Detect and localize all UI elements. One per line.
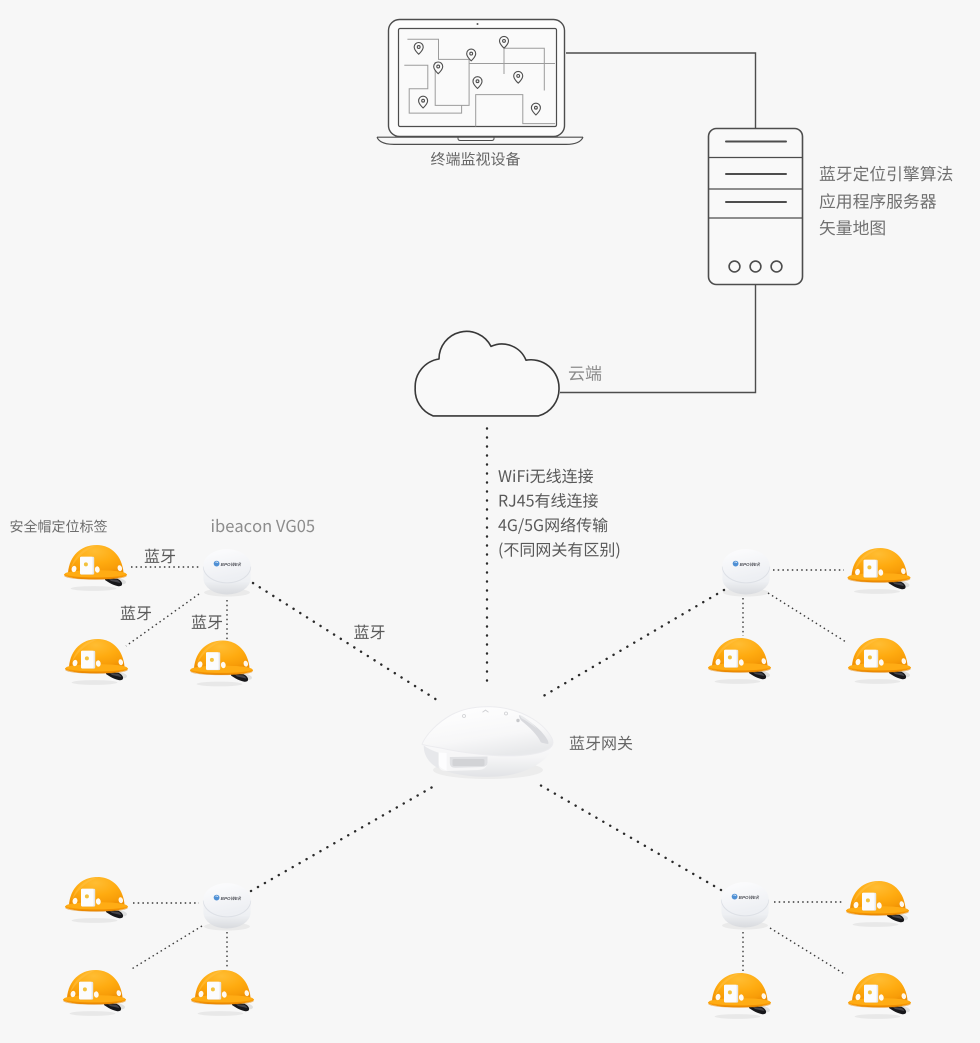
svg-text:安全帽定位标签: 安全帽定位标签 [10, 517, 108, 537]
svg-text:4G/5G网络传输: 4G/5G网络传输 [498, 512, 608, 536]
svg-text:蓝牙: 蓝牙 [120, 600, 152, 624]
svg-text:RJ45有线连接: RJ45有线连接 [498, 488, 598, 512]
svg-text:终端监视设备: 终端监视设备 [431, 149, 521, 170]
svg-text:蓝牙: 蓝牙 [144, 543, 176, 567]
svg-text:蓝牙: 蓝牙 [191, 609, 223, 633]
svg-text:蓝牙定位引擎算法: 蓝牙定位引擎算法 [819, 161, 953, 185]
svg-text:(不同网关有区别): (不同网关有区别) [498, 537, 621, 561]
svg-text:矢量地图: 矢量地图 [819, 215, 886, 239]
svg-text:云端: 云端 [568, 360, 602, 385]
svg-text:应用程序服务器: 应用程序服务器 [819, 189, 937, 213]
svg-text:蓝牙: 蓝牙 [354, 619, 386, 643]
svg-text:ibeacon VG05: ibeacon VG05 [211, 513, 316, 537]
svg-text:蓝牙网关: 蓝牙网关 [569, 730, 633, 754]
svg-text:WiFi无线连接: WiFi无线连接 [498, 463, 594, 487]
